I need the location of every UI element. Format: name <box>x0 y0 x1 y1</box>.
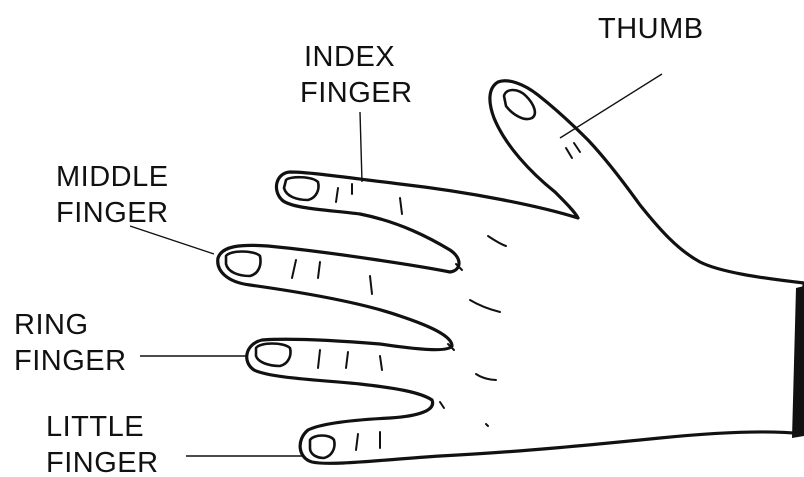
hand-drawing <box>218 81 804 464</box>
hand-outline <box>218 81 804 464</box>
thumb-leader <box>560 74 662 138</box>
index-nail <box>284 177 319 200</box>
middle-label-line1: MIDDLE <box>56 161 169 193</box>
thumb-label: THUMB <box>598 13 704 45</box>
middle-label-line2: FINGER <box>56 197 169 229</box>
ring-label-line1: RING <box>14 309 89 341</box>
little-label-line1: LITTLE <box>46 411 144 443</box>
middle-nail <box>226 252 261 277</box>
index-leader <box>360 112 362 182</box>
ring-label-line2: FINGER <box>14 345 127 377</box>
index-label-line2: FINGER <box>300 77 413 109</box>
index-label-line1: INDEX <box>304 41 395 73</box>
ring-nail <box>256 344 291 367</box>
little-nail <box>310 436 335 459</box>
middle-leader <box>130 226 214 254</box>
little-label-line2: FINGER <box>46 447 159 477</box>
